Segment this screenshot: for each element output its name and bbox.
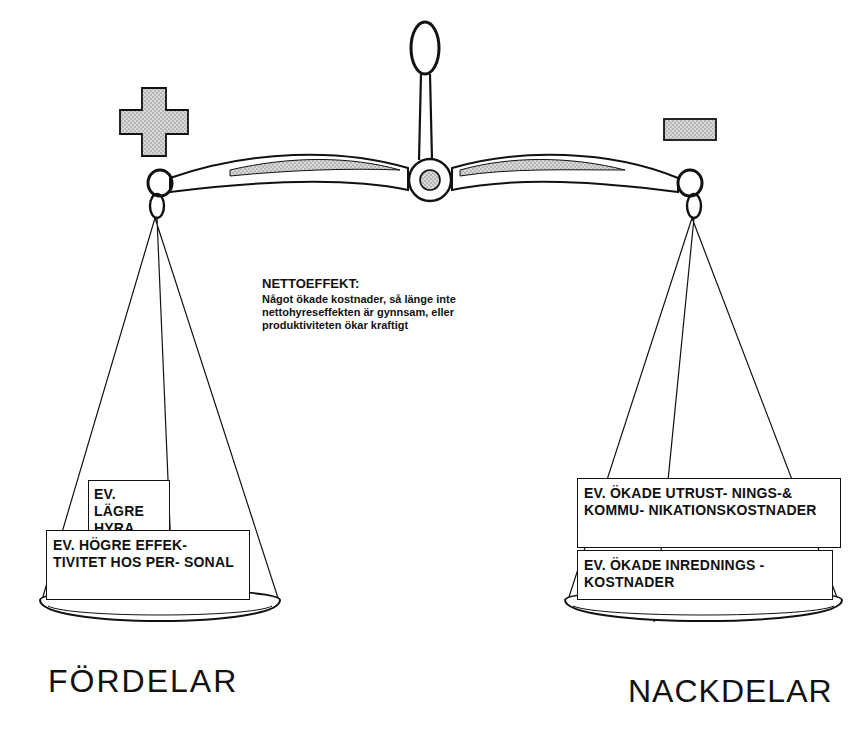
pan-right-rim xyxy=(573,606,834,615)
cost-box: EV. ÖKADE INREDNINGS - KOSTNADER xyxy=(577,550,833,600)
net-effect-note: Något ökade kostnader, så länge inte net… xyxy=(262,293,502,332)
handle-stem xyxy=(419,74,432,160)
cost-box: EV. HÖGRE EFFEK- TIVITET HOS PER- SONAL xyxy=(46,530,250,600)
pan-left-rim xyxy=(48,606,272,615)
hook-right xyxy=(687,194,701,218)
beam-shade-left xyxy=(230,160,400,177)
net-effect-heading: NETTOEFFEKT: xyxy=(262,276,502,292)
box-text: EV. ÖKADE UTRUST- NINGS-& KOMMU- NIKATIO… xyxy=(584,485,834,519)
pivot xyxy=(409,159,451,201)
beam-shade-right xyxy=(460,160,625,177)
ring-right xyxy=(678,170,702,196)
disadvantages-label: NACKDELAR xyxy=(628,672,844,710)
beam-right xyxy=(452,155,678,192)
pan-strings-left xyxy=(42,218,278,622)
beam-left xyxy=(170,155,408,192)
minus-symbol xyxy=(664,119,716,140)
handle-loop xyxy=(411,22,439,74)
box-text: EV. ÖKADE INREDNINGS - KOSTNADER xyxy=(584,557,826,591)
cost-box: EV. ÖKADE UTRUST- NINGS-& KOMMU- NIKATIO… xyxy=(577,478,841,548)
hook-left xyxy=(150,194,164,218)
pan-strings-right xyxy=(568,218,838,622)
ring-left xyxy=(148,170,172,196)
advantages-label: FÖRDELAR xyxy=(48,662,308,700)
plus-symbol xyxy=(120,88,188,156)
box-text: EV. HÖGRE EFFEK- TIVITET HOS PER- SONAL xyxy=(53,537,243,571)
pivot-center xyxy=(420,170,440,190)
